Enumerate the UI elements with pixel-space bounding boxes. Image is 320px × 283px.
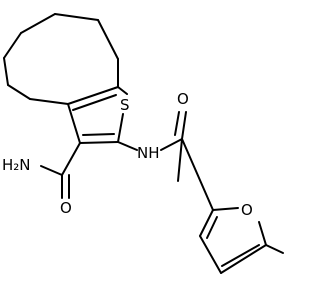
- atom-label-nh: NH: [137, 144, 160, 162]
- bond: [20, 13, 56, 34]
- atom-label-amine: H₂N: [2, 156, 31, 174]
- bond: [40, 165, 63, 176]
- bond: [174, 111, 180, 136]
- bond: [3, 57, 9, 86]
- bond: [79, 141, 119, 144]
- bond: [3, 32, 22, 59]
- bond: [199, 209, 214, 237]
- bond: [265, 244, 284, 254]
- atom-label-sulfur: S: [120, 96, 130, 114]
- bond: [54, 13, 99, 21]
- bond: [220, 244, 267, 274]
- bond: [177, 138, 183, 182]
- atom-label-furan-oxygen: O: [241, 201, 253, 219]
- cyclooctane-ring: [3, 13, 119, 105]
- bond: [61, 142, 81, 176]
- bond: [199, 235, 222, 274]
- bond: [160, 138, 183, 151]
- bond: [29, 98, 69, 105]
- bond: [258, 221, 267, 246]
- bond: [82, 133, 115, 136]
- bond: [212, 207, 239, 211]
- bond: [117, 86, 128, 95]
- bond: [7, 84, 31, 100]
- methyl-group: [265, 244, 284, 254]
- atom-label-amide-oxygen: O: [60, 199, 72, 217]
- structure-canvas: S H₂N O NH O O: [2, 13, 284, 274]
- carboxamide-group: [40, 142, 81, 199]
- bond: [181, 138, 214, 211]
- bond: [117, 113, 124, 143]
- bond: [97, 19, 119, 60]
- bond: [117, 141, 138, 151]
- thiophene-ring: [67, 58, 128, 144]
- structure-diagram: S H₂N O NH O O: [2, 13, 284, 274]
- bond: [67, 103, 81, 144]
- amide-linkage: [117, 111, 214, 211]
- atom-label-carbonyl-oxygen: O: [177, 90, 189, 108]
- bond: [221, 244, 260, 267]
- bond: [72, 94, 117, 111]
- furan-ring: [199, 207, 267, 274]
- bond: [181, 111, 187, 140]
- bond: [67, 86, 119, 105]
- bond: [206, 216, 218, 239]
